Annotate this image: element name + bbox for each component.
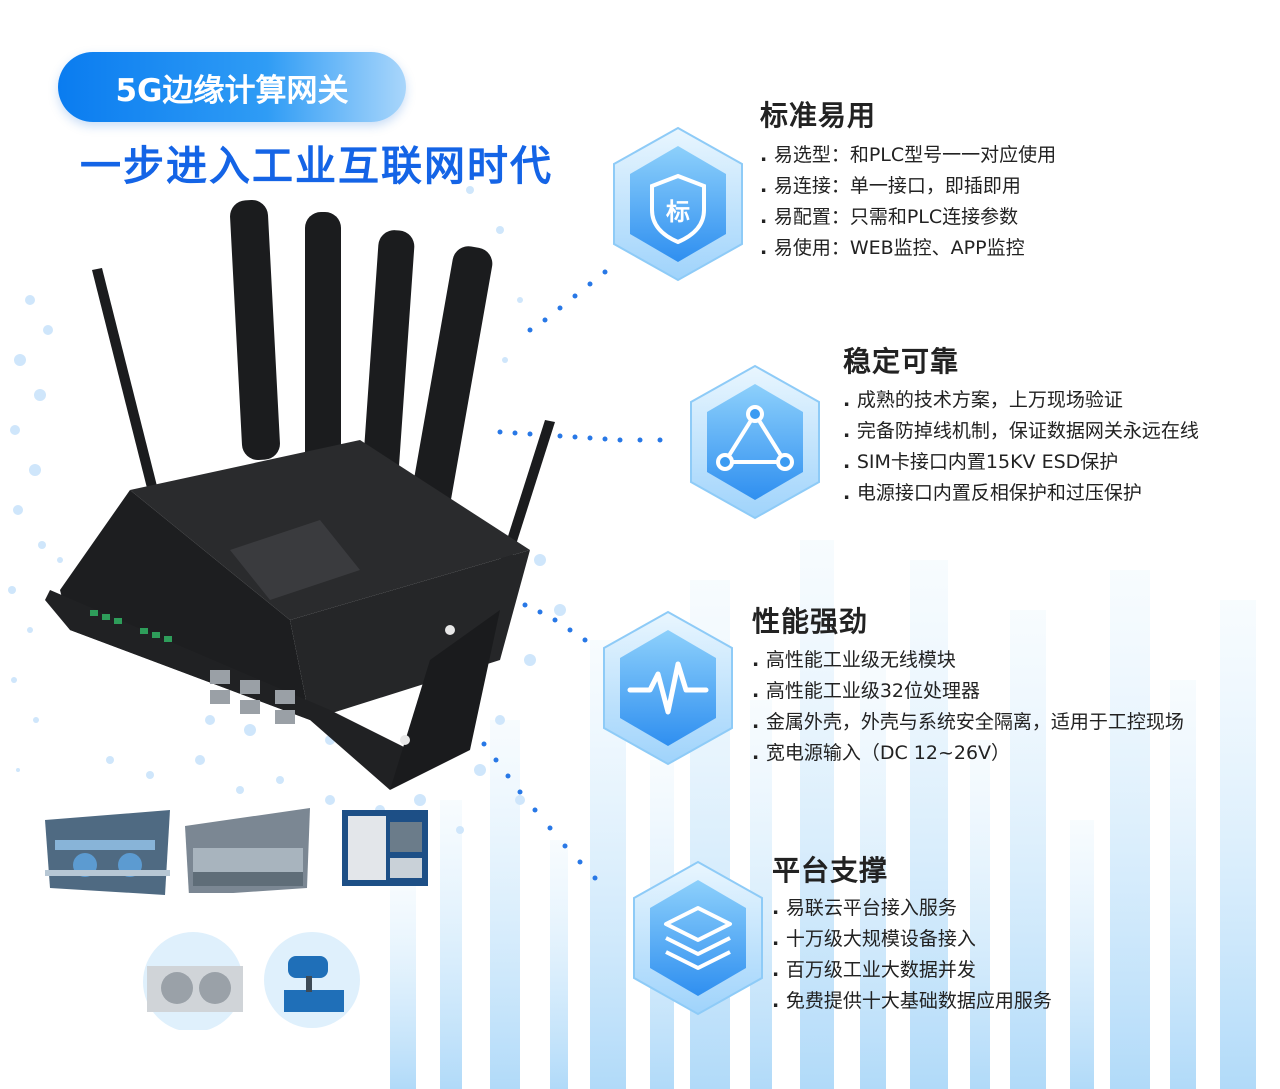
list-item: 免费提供十大基础数据应用服务: [772, 986, 1052, 1017]
feature-list-performance: 高性能工业级无线模块 高性能工业级32位处理器 金属外壳，外壳与系统安全隔离，适…: [752, 645, 1184, 769]
list-item: 易选型：和PLC型号一一对应使用: [760, 140, 1056, 171]
list-item: 高性能工业级无线模块: [752, 645, 1184, 676]
list-item: 易使用：WEB监控、APP监控: [760, 233, 1056, 264]
list-item: 十万级大规模设备接入: [772, 924, 1052, 955]
list-item: 成熟的技术方案，上万现场验证: [843, 385, 1199, 416]
fog-cannon-image: [264, 932, 360, 1028]
list-item: 易联云平台接入服务: [772, 893, 1052, 924]
list-item: 易配置：只需和PLC连接参数: [760, 202, 1056, 233]
shield-glyph: 标: [666, 198, 690, 226]
list-item: 高性能工业级32位处理器: [752, 676, 1184, 707]
feature-list-reliable: 成熟的技术方案，上万现场验证 完备防掉线机制，保证数据网关永远在线 SIM卡接口…: [843, 385, 1199, 509]
feature-title-reliable: 稳定可靠: [843, 345, 960, 378]
cooling-fan-unit-image: [143, 932, 243, 1030]
feature-title-performance: 性能强劲: [752, 605, 869, 638]
feature-list-platform: 易联云平台接入服务 十万级大规模设备接入 百万级工业大数据并发 免费提供十大基础…: [772, 893, 1052, 1017]
water-treatment-image: [185, 808, 310, 893]
feature-title-platform: 平台支撑: [772, 854, 889, 887]
list-item: 宽电源输入（DC 12~26V）: [752, 738, 1184, 769]
pipeline-plant-image: [45, 810, 170, 895]
list-item: 易连接：单一接口，即插即用: [760, 171, 1056, 202]
air-compressor-image: [342, 810, 428, 886]
page-headline: 一步进入工业互联网时代: [80, 142, 553, 190]
list-item: SIM卡接口内置15KV ESD保护: [843, 447, 1199, 478]
gateway-device-image: [45, 199, 555, 790]
shield-icon: 标: [613, 126, 743, 282]
list-item: 完备防掉线机制，保证数据网关永远在线: [843, 416, 1199, 447]
layers-icon: [633, 860, 763, 1016]
product-badge: 5G边缘计算网关: [58, 52, 406, 122]
heartbeat-icon: [603, 610, 733, 766]
feature-list-standard: 易选型：和PLC型号一一对应使用 易连接：单一接口，即插即用 易配置：只需和PL…: [760, 140, 1056, 264]
list-item: 电源接口内置反相保护和过压保护: [843, 478, 1199, 509]
list-item: 金属外壳，外壳与系统安全隔离，适用于工控现场: [752, 707, 1184, 738]
feature-title-standard: 标准易用: [760, 99, 877, 132]
triangle-network-icon: [690, 364, 820, 520]
list-item: 百万级工业大数据并发: [772, 955, 1052, 986]
